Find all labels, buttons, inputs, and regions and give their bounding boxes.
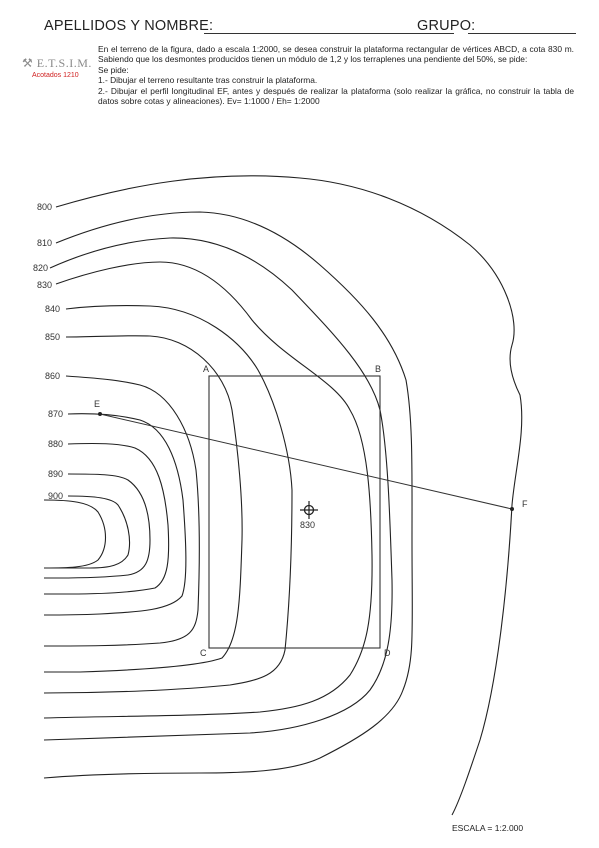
platform-elevation-label: 830 (300, 520, 315, 530)
contour-900 (46, 495, 131, 569)
platform-rectangle (208, 375, 381, 649)
contour-label: 860 (45, 371, 60, 381)
contour-840 (43, 305, 293, 694)
statement-se-pide: Se pide: (98, 64, 129, 75)
statement-item-2: 2.- Dibujar el perfil longitudinal EF, a… (98, 85, 574, 107)
vertex-label-b: B (375, 364, 381, 374)
profile-line-ef (99, 413, 513, 510)
logo-mark: ⚒ E.T.S.I.M. (22, 56, 94, 71)
contour-890 (44, 473, 151, 579)
vertex-label-a: A (203, 364, 209, 374)
contour-label: 810 (37, 238, 52, 248)
vertex-label-d: D (384, 648, 391, 658)
contour-830 (43, 261, 373, 719)
contour-label: 870 (48, 409, 63, 419)
point-f-label: F (522, 499, 528, 509)
contour-labels: 800 810 820 830 840 850 860 870 880 890 … (33, 202, 63, 501)
benchmark-icon (300, 501, 318, 519)
name-label: APELLIDOS Y NOMBRE: (44, 18, 214, 34)
point-f-marker (510, 507, 514, 511)
contour-860 (43, 375, 200, 647)
contour-870 (43, 413, 187, 616)
vertex-label-c: C (200, 648, 207, 658)
contour-label: 900 (48, 491, 63, 501)
group-label: GRUPO: (417, 18, 476, 34)
contour-label: 830 (37, 280, 52, 290)
logo-subtitle: Acotados 1210 (32, 72, 79, 79)
header: APELLIDOS Y NOMBRE: GRUPO: (44, 18, 584, 40)
contour-label: 840 (45, 304, 60, 314)
point-e-marker (98, 412, 102, 416)
scale-label: ESCALA = 1:2.000 (452, 823, 524, 833)
contour-summit (43, 499, 107, 569)
statement-intro: En el terreno de la figura, dado a escal… (98, 44, 574, 65)
logo-text: E.T.S.I.M. (36, 56, 92, 70)
problem-statement: En el terreno de la figura, dado a escal… (98, 44, 574, 106)
contour-label: 890 (48, 469, 63, 479)
contour-label: 800 (37, 202, 52, 212)
contour-label: 820 (33, 263, 48, 273)
group-field-line[interactable] (468, 33, 576, 34)
name-field-line[interactable] (204, 33, 454, 34)
contour-850 (44, 335, 243, 673)
contour-lines (43, 175, 523, 816)
contour-820 (43, 237, 393, 741)
statement-item-1: 1.- Dibujar el terreno resultante tras c… (98, 75, 318, 86)
contour-800 (55, 175, 523, 816)
contour-label: 850 (45, 332, 60, 342)
tools-icon: ⚒ (22, 56, 34, 70)
contour-810 (43, 211, 413, 779)
contour-880 (44, 442, 170, 595)
contour-label: 880 (48, 439, 63, 449)
point-e-label: E (94, 399, 100, 409)
school-logo: ⚒ E.T.S.I.M. Acotados 1210 (22, 56, 94, 79)
